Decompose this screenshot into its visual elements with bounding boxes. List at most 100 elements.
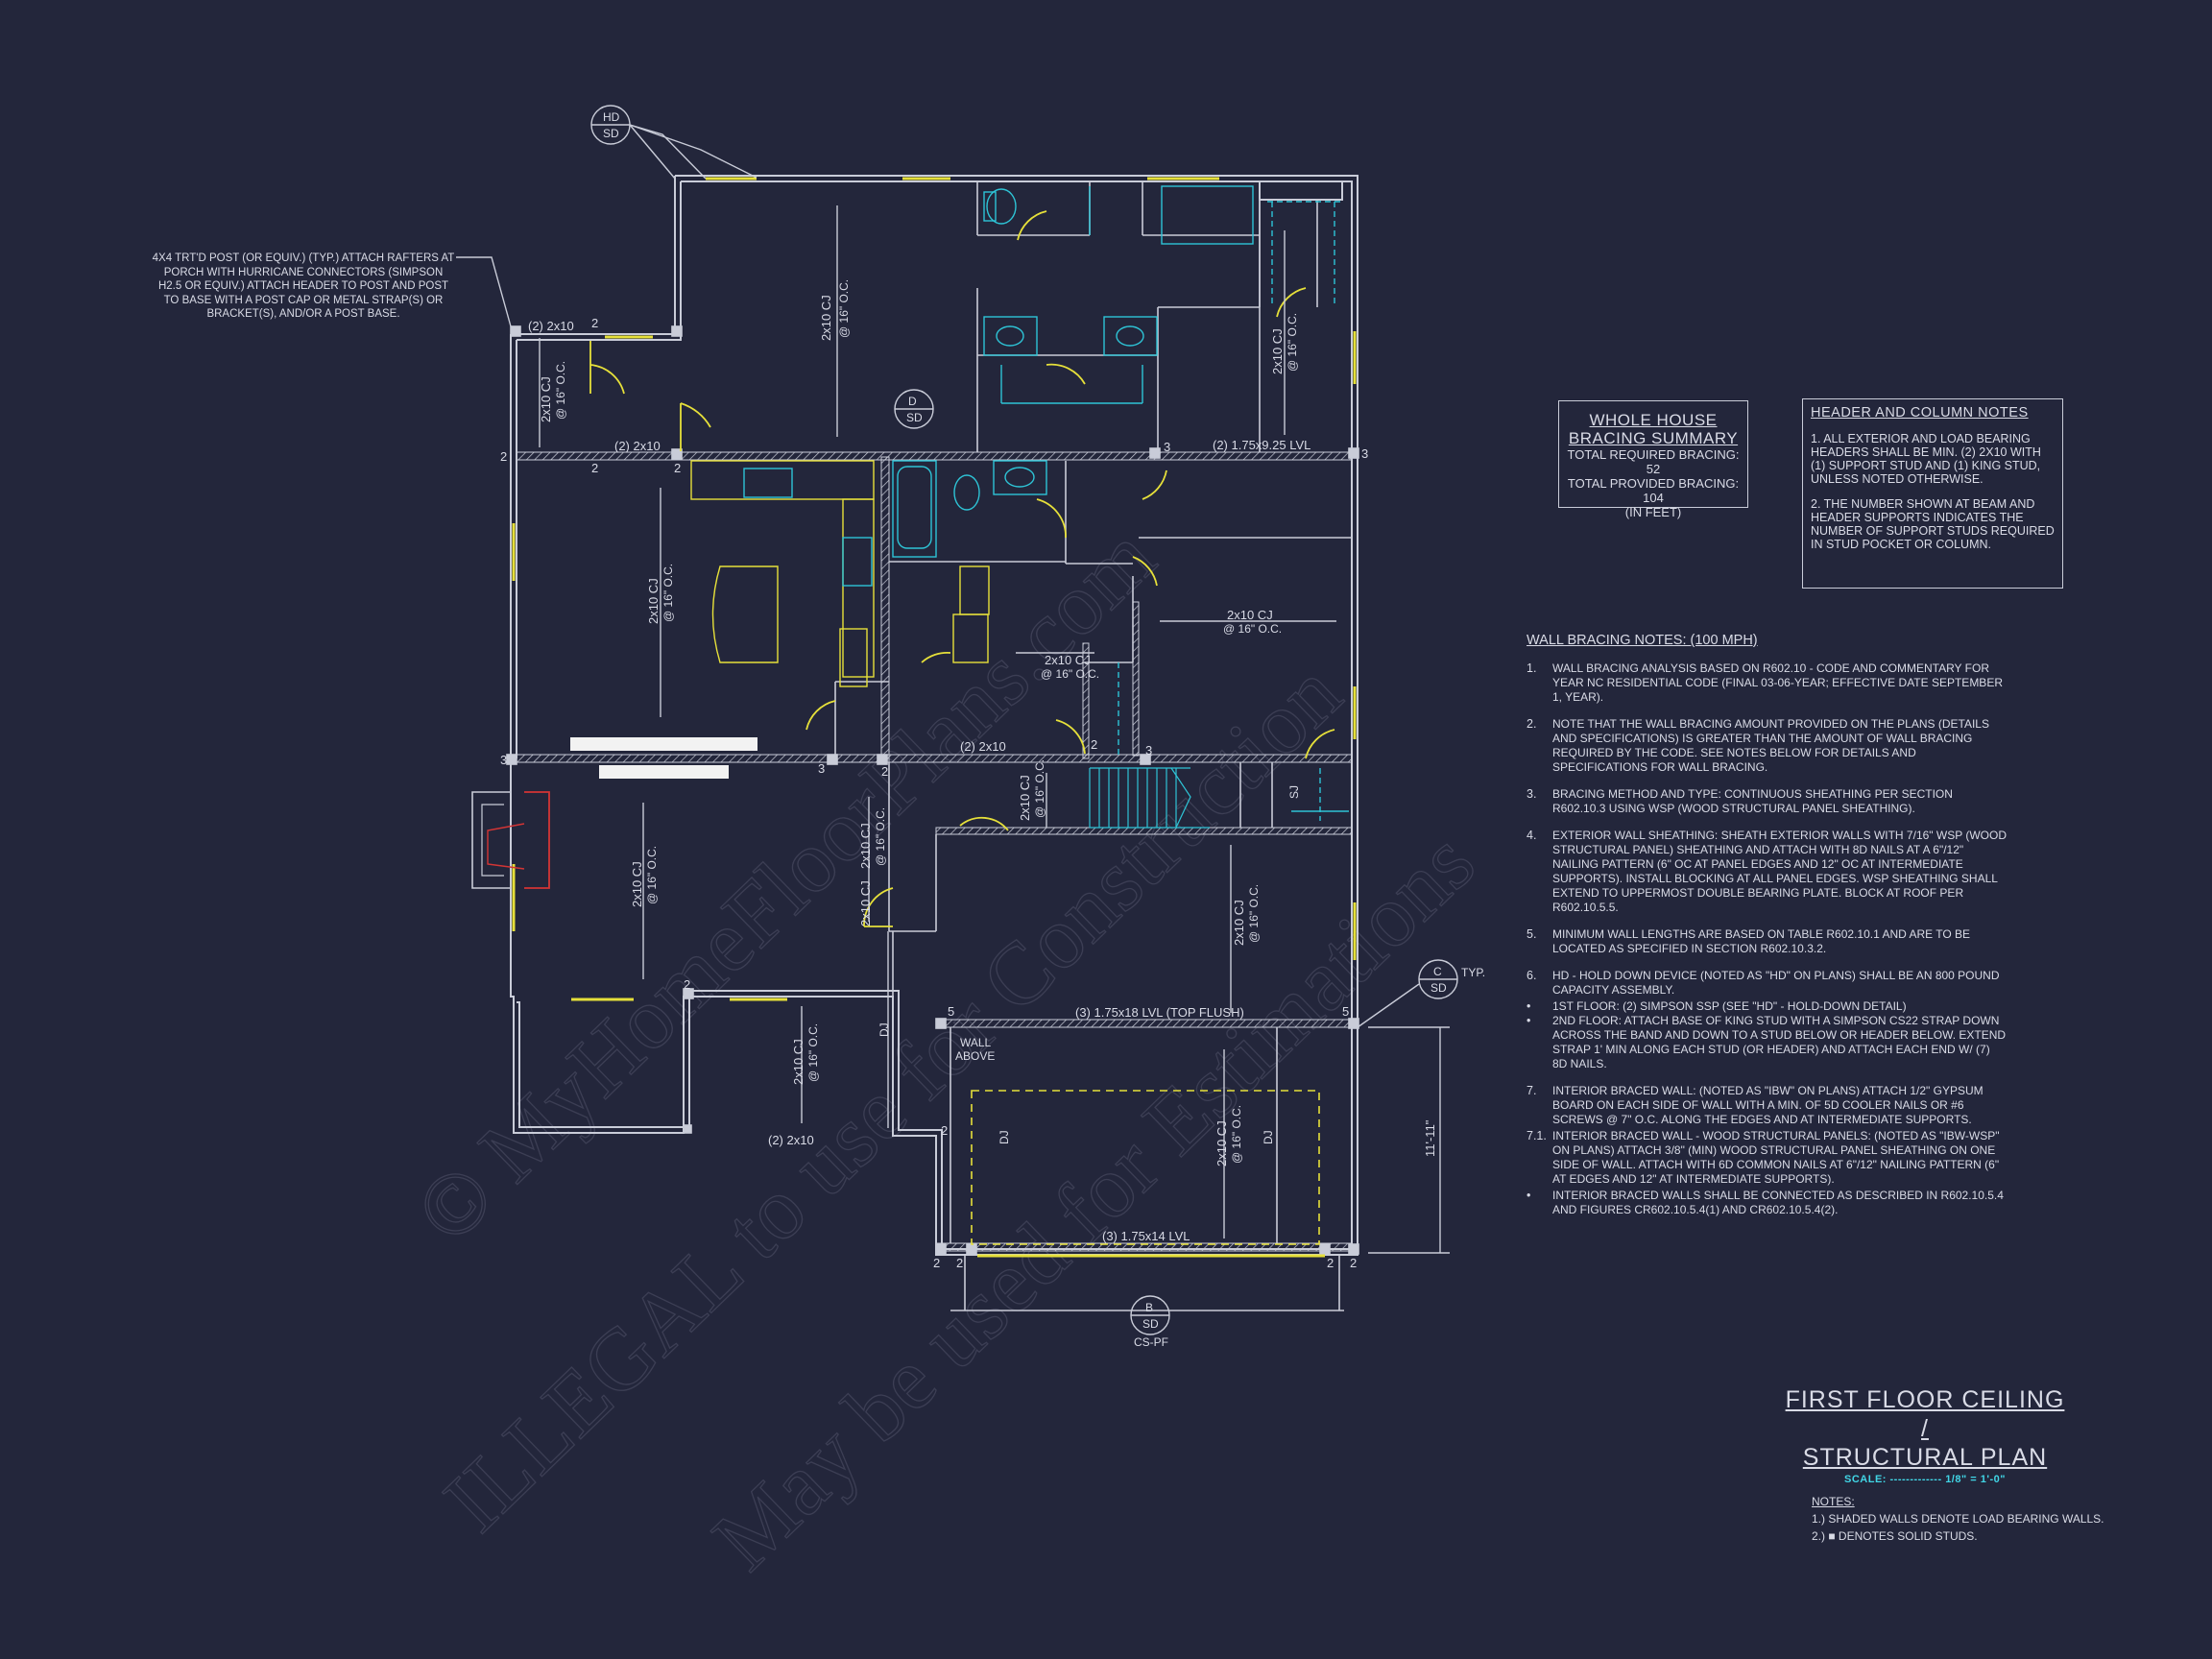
- stairs: [1089, 767, 1210, 829]
- note-number: •: [1527, 999, 1531, 1013]
- bracing-note: 3. BRACING METHOD AND TYPE: CONTINUOUS SH…: [1527, 787, 2007, 816]
- drawing-title-block: FIRST FLOOR CEILING / STRUCTURAL PLAN SC…: [1781, 1385, 2069, 1485]
- header-notes-title: HEADER AND COLUMN NOTES: [1811, 405, 2029, 421]
- note-number: 2.: [1527, 717, 1537, 731]
- drawing-scale: SCALE: ------------- 1/8" = 1'-0": [1844, 1474, 2006, 1485]
- stud-count: 2: [684, 977, 690, 992]
- callout-c-sd-label: SD: [1431, 981, 1447, 995]
- span-arrows: [539, 205, 1450, 1254]
- notes-title: NOTES:: [1812, 1495, 1855, 1508]
- header-label: (2) 2x10: [768, 1133, 814, 1147]
- note-text: WALL BRACING ANALYSIS BASED ON R602.10 -…: [1552, 661, 2003, 704]
- stud-count: 2: [941, 1123, 948, 1138]
- stud-count: 2: [1327, 1256, 1334, 1270]
- total-required-bracing: TOTAL REQUIRED BRACING: 52: [1567, 447, 1740, 476]
- wall-bracing-notes: WALL BRACING NOTES: (100 MPH) 1.WALL BRA…: [1527, 634, 2007, 1230]
- stud-count: 2: [591, 461, 598, 475]
- legend-notes: NOTES: 1.) SHADED WALLS DENOTE LOAD BEAR…: [1812, 1493, 2212, 1545]
- section-callouts: [456, 105, 1458, 1335]
- cj-spacing: @ 16" O.C.: [1033, 759, 1046, 818]
- cj-label: 2x10 CJ: [1214, 1120, 1229, 1166]
- dj-label: DJ: [878, 1022, 891, 1037]
- note-number: 6.: [1527, 969, 1537, 982]
- plumbing-fixtures: [743, 185, 1349, 821]
- cj-spacing: @ 16" O.C.: [645, 846, 659, 904]
- cj-spacing: @ 16" O.C.: [1041, 667, 1099, 681]
- cj-spacing: @ 16" O.C.: [1247, 884, 1261, 943]
- cj-spacing: @ 16" O.C.: [554, 361, 567, 420]
- cj-label: 2x10 CJ: [858, 880, 873, 926]
- kitchen: [690, 460, 990, 687]
- bracing-note: 4. EXTERIOR WALL SHEATHING: SHEATH EXTERI…: [1527, 829, 2007, 915]
- drawing-title-2: STRUCTURAL PLAN: [1802, 1444, 2048, 1471]
- cj-label: 2x10 CJ: [791, 1039, 805, 1085]
- cj-spacing: @ 16" O.C.: [874, 807, 887, 866]
- note-text: INTERIOR BRACED WALLS SHALL BE CONNECTED…: [1552, 1189, 2004, 1216]
- cj-label: 2x10 CJ: [1018, 775, 1032, 821]
- lvl-label: (2) 1.75x9.25 LVL: [1213, 438, 1310, 452]
- stud-count: 3: [500, 753, 507, 767]
- bracing-note: • 1ST FLOOR: (2) SIMPSON SSP (SEE "HD" - …: [1527, 999, 2007, 1014]
- cj-spacing: @ 16" O.C.: [1223, 622, 1282, 636]
- note-text: BRACING METHOD AND TYPE: CONTINUOUS SHEA…: [1552, 787, 1953, 815]
- cj-label: 2x10 CJ: [1232, 900, 1246, 946]
- cj-label: 2x10 CJ: [819, 295, 833, 341]
- header-label: (2) 2x10: [528, 319, 574, 333]
- cj-spacing: @ 16" O.C.: [837, 279, 851, 338]
- cj-label: 2x10 CJ: [646, 578, 661, 624]
- dimension-label: 11'-11": [1423, 1119, 1437, 1157]
- header-note-2: 2. THE NUMBER SHOWN AT BEAM AND HEADER S…: [1811, 497, 2055, 551]
- bracing-note: 7.1. INTERIOR BRACED WALL - WOOD STRUCTUR…: [1527, 1129, 2007, 1187]
- cj-label: 2x10 CJ: [630, 861, 644, 907]
- dj-label: DJ: [1262, 1130, 1275, 1144]
- wall-above-label: WALL: [960, 1036, 992, 1049]
- callout-b-label: B: [1145, 1301, 1153, 1314]
- cj-label: 2x10 CJ: [539, 376, 553, 422]
- note-number: 1.: [1527, 661, 1537, 675]
- note-number: 4.: [1527, 829, 1537, 842]
- stud-count: 3: [1164, 440, 1170, 454]
- cj-label: 2x10 CJ: [1270, 328, 1285, 374]
- summary-title-1: WHOLE HOUSE: [1589, 411, 1718, 429]
- callout-d-label: D: [908, 395, 917, 408]
- note-number: 3.: [1527, 787, 1537, 801]
- bracing-note: •INTERIOR BRACED WALLS SHALL BE CONNECTE…: [1527, 1189, 2007, 1217]
- callout-sd-label: SD: [603, 127, 619, 140]
- cj-label: 2x10 CJ: [1227, 608, 1273, 622]
- label-bar: [599, 765, 729, 779]
- plan-labels: HD SD D SD B SD C SD TYP. CS-PF (2) 2x10…: [500, 110, 1485, 1349]
- bracing-note: 7.INTERIOR BRACED WALL: (NOTED AS "IBW" …: [1527, 1084, 2007, 1127]
- windows: [512, 177, 1357, 1001]
- stud-count: 2: [591, 316, 598, 330]
- sj-label: SJ: [1287, 785, 1301, 799]
- lvl-label: (3) 1.75x14 LVL: [1102, 1229, 1190, 1243]
- note-number: •: [1527, 1014, 1531, 1027]
- bracing-note: 6.HD - HOLD DOWN DEVICE (NOTED AS "HD" O…: [1527, 969, 2007, 998]
- stud-count: 3: [1145, 743, 1152, 757]
- summary-title-2: BRACING SUMMARY: [1568, 429, 1739, 447]
- callout-c-label: C: [1433, 965, 1442, 978]
- note-number: 7.1.: [1527, 1129, 1547, 1142]
- cj-label: 2x10 CJ: [858, 823, 873, 869]
- note-text: INTERIOR BRACED WALL: (NOTED AS "IBW" ON…: [1552, 1084, 1984, 1126]
- stud-count: 2: [881, 764, 888, 779]
- lvl-label: (3) 1.75x18 LVL (TOP FLUSH): [1075, 1005, 1244, 1020]
- note-text: 1ST FLOOR: (2) SIMPSON SSP (SEE "HD" - H…: [1552, 999, 1907, 1013]
- note-number: 5.: [1527, 927, 1537, 941]
- typ-label: TYP.: [1461, 966, 1485, 979]
- callout-d-sd-label: SD: [906, 411, 923, 424]
- note-text: INTERIOR BRACED WALL - WOOD STRUCTURAL P…: [1552, 1129, 2000, 1186]
- wall-above-label: ABOVE: [955, 1049, 995, 1063]
- cj-spacing: @ 16" O.C.: [661, 564, 675, 622]
- cj-spacing: @ 16" O.C.: [1230, 1105, 1243, 1164]
- note-text: EXTERIOR WALL SHEATHING: SHEATH EXTERIOR…: [1552, 829, 2007, 914]
- callout-b-sd-label: SD: [1142, 1317, 1159, 1331]
- stud-count: 5: [948, 1004, 954, 1019]
- door-swings: [589, 210, 1335, 927]
- stud-count: 2: [674, 461, 681, 475]
- note-text: MINIMUM WALL LENGTHS ARE BASED ON TABLE …: [1552, 927, 1971, 955]
- cj-label: 2x10 CJ: [1045, 653, 1091, 667]
- stud-count: 2: [933, 1256, 940, 1270]
- porch-structure: [506, 325, 1359, 1311]
